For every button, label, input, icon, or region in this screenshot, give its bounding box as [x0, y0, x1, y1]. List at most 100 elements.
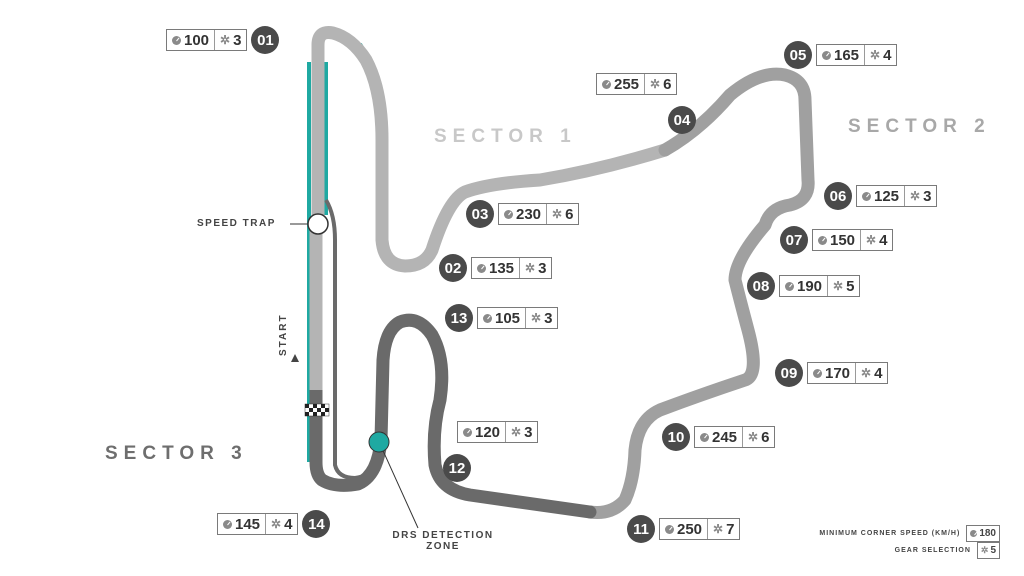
speedometer-icon: [602, 79, 611, 89]
speedometer-icon: [665, 524, 674, 534]
speedometer-icon: [818, 235, 827, 245]
corner-gear: 6: [663, 75, 672, 93]
corner-info-box: 190 ✲5: [779, 275, 861, 297]
corner-gear: 6: [761, 428, 770, 446]
corner-number: 10: [662, 423, 690, 451]
legend-speed-value: 180: [979, 528, 996, 539]
gear-icon: ✲: [650, 77, 661, 91]
speedometer-icon: [862, 191, 871, 201]
speedometer-icon: [813, 368, 822, 378]
drs-detection-marker: [368, 431, 390, 453]
corner-gear: 4: [879, 231, 888, 249]
corner-speed: 170: [825, 364, 851, 382]
corner-number: 01: [251, 26, 280, 54]
legend-gear: GEAR SELECTION ✲ 5: [895, 542, 1000, 559]
corner-number: 05: [784, 41, 812, 69]
gear-icon: ✲: [866, 233, 877, 247]
corner-05: 05 165 ✲4: [784, 41, 898, 69]
corner-speed: 255: [614, 75, 640, 93]
corner-speed: 245: [712, 428, 738, 446]
corner-info-box: 120 ✲3: [457, 421, 539, 443]
corner-02: 02 135 ✲3: [439, 254, 553, 282]
corner-info-box: 150 ✲4: [812, 229, 894, 251]
corner-number: 03: [466, 200, 494, 228]
corner-speed: 250: [677, 520, 703, 538]
corner-number: 14: [302, 510, 331, 538]
corner-speed: 165: [834, 46, 860, 64]
corner-number: 09: [775, 359, 803, 387]
corner-gear: 4: [284, 515, 293, 533]
speedometer-icon: [970, 530, 978, 537]
corner-number: 02: [439, 254, 467, 282]
corner-info-box: 230 ✲6: [498, 203, 580, 225]
gear-icon: ✲: [980, 545, 989, 555]
corner-14: 145 ✲4 14: [217, 510, 331, 538]
gear-icon: ✲: [511, 425, 522, 439]
corner-info-box: 100 ✲3: [166, 29, 248, 51]
corner-04: 255 ✲6 04: [596, 73, 696, 134]
speedometer-icon: [477, 263, 486, 273]
corner-number: 13: [445, 304, 473, 332]
gear-icon: ✲: [531, 311, 542, 325]
corner-info-box: 135 ✲3: [471, 257, 553, 279]
corner-number: 06: [824, 182, 852, 210]
corner-08: 08 190 ✲5: [747, 272, 861, 300]
speedometer-icon: [785, 281, 794, 291]
legend-gear-box: ✲ 5: [976, 542, 1000, 559]
corner-speed: 105: [495, 309, 521, 327]
gear-icon: ✲: [552, 207, 563, 221]
corner-speed: 120: [475, 423, 501, 441]
legend-speed-text: MINIMUM CORNER SPEED (KM/H): [819, 530, 961, 537]
corner-speed: 145: [235, 515, 261, 533]
corner-number: 07: [780, 226, 808, 254]
corner-number: 11: [627, 515, 655, 543]
corner-info-box: 105 ✲3: [477, 307, 559, 329]
corner-info-box: 125 ✲3: [856, 185, 938, 207]
corner-10: 10 245 ✲6: [662, 423, 776, 451]
track-sector-1: [311, 26, 672, 273]
corner-gear: 3: [544, 309, 553, 327]
sector-2-label: SECTOR 2: [848, 116, 991, 137]
drs-detection-label-line1: DRS DETECTION: [392, 530, 494, 541]
legend-speed: MINIMUM CORNER SPEED (KM/H) 180: [819, 525, 1000, 542]
gear-icon: ✲: [525, 261, 536, 275]
corner-gear: 3: [923, 187, 932, 205]
speedometer-icon: [172, 35, 181, 45]
corner-info-box: 245 ✲6: [694, 426, 776, 448]
corner-06: 06 125 ✲3: [824, 182, 938, 210]
corner-speed: 125: [874, 187, 900, 205]
speedometer-icon: [504, 209, 513, 219]
speedometer-icon: [223, 519, 232, 529]
corner-info-box: 250 ✲7: [659, 518, 741, 540]
corner-01: 100 ✲3 01: [166, 26, 280, 54]
drs-detection-label: DRS DETECTION ZONE: [388, 530, 498, 552]
speed-trap-label: SPEED TRAP: [197, 218, 276, 229]
track-sector-2: [583, 67, 815, 519]
gear-icon: ✲: [713, 522, 724, 536]
corner-gear: 4: [883, 46, 892, 64]
gear-icon: ✲: [271, 517, 282, 531]
gear-icon: ✲: [870, 48, 881, 62]
corner-07: 07 150 ✲4: [780, 226, 894, 254]
speedometer-icon: [700, 432, 709, 442]
corner-number: 08: [747, 272, 775, 300]
corner-speed: 190: [797, 277, 823, 295]
sector-1-label: SECTOR 1: [434, 126, 577, 147]
speedometer-icon: [822, 50, 831, 60]
corner-number: 12: [443, 454, 471, 482]
corner-speed: 100: [184, 31, 210, 49]
corner-speed: 150: [830, 231, 856, 249]
sector-3-label: SECTOR 3: [105, 443, 248, 464]
corner-gear: 7: [726, 520, 735, 538]
corner-number: 04: [668, 106, 696, 134]
track-sector-3: [309, 313, 597, 519]
gear-icon: ✲: [833, 279, 844, 293]
corner-gear: 6: [565, 205, 574, 223]
legend-speed-box: 180: [966, 525, 1000, 542]
corner-info-box: 255 ✲6: [596, 73, 678, 95]
corner-09: 09 170 ✲4: [775, 359, 889, 387]
gear-icon: ✲: [220, 33, 231, 47]
gear-icon: ✲: [748, 430, 759, 444]
gear-icon: ✲: [861, 366, 872, 380]
